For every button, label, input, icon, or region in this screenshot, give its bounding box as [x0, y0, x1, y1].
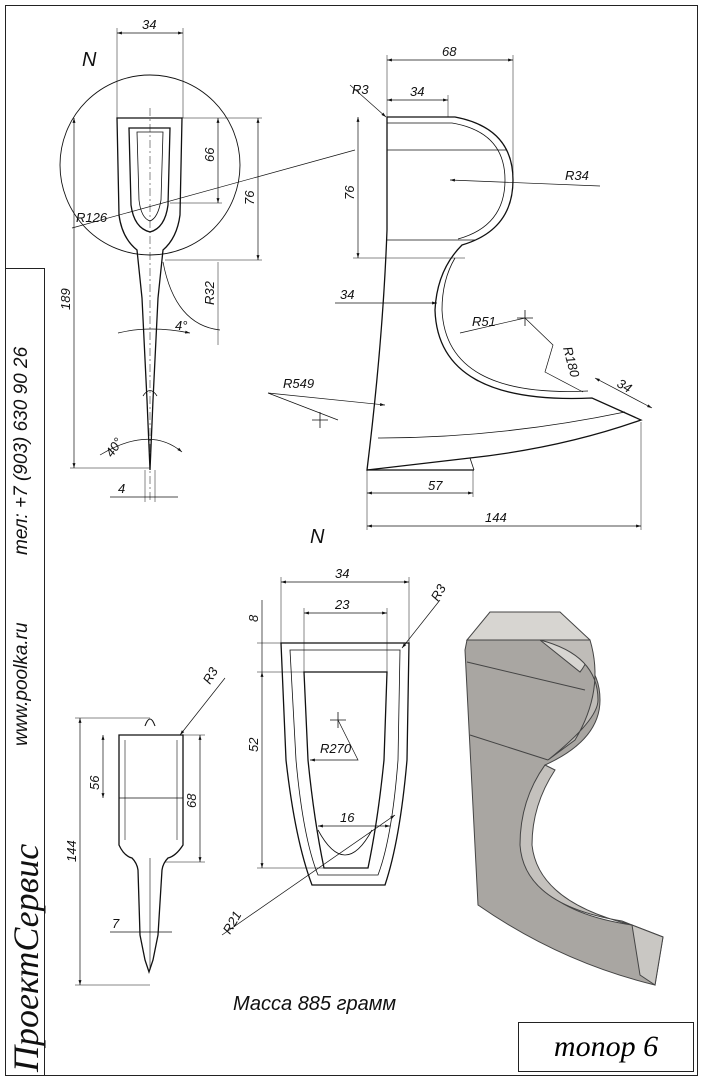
- isometric-view: [464, 611, 664, 986]
- dim-text: 144: [64, 840, 79, 862]
- dim-text: 76: [242, 190, 257, 205]
- dim-text: R3: [200, 664, 222, 687]
- top-corner-leader: [179, 677, 226, 736]
- top-outline: [118, 734, 184, 975]
- detail-eye-bottom: [317, 829, 373, 856]
- dim-text: R51: [472, 314, 496, 329]
- iso-bevel-face: [631, 924, 664, 986]
- front-edge-arc: [99, 438, 183, 456]
- drawing-title: топор 6: [553, 1030, 659, 1063]
- side-strip: [5, 268, 45, 1076]
- dim-text: 34: [142, 17, 156, 32]
- dim-text: 68: [442, 44, 457, 59]
- dim-text: 68: [184, 793, 199, 808]
- dim-text: 52: [246, 737, 261, 752]
- dim-text: 34: [615, 376, 635, 396]
- dim-text: 189: [58, 288, 73, 310]
- dim-text: 40°: [102, 435, 126, 460]
- side-bevel-end: [469, 457, 475, 471]
- dim-text: R180: [560, 345, 583, 380]
- side-beard-leader: [449, 178, 601, 187]
- dim-text: 34: [335, 566, 349, 581]
- dim-text: 56: [87, 775, 102, 790]
- dim-text: R21: [220, 908, 245, 936]
- detail-wall-leader: [310, 719, 359, 762]
- side-inner-curve: [441, 257, 589, 392]
- dim-text: 7: [112, 916, 120, 931]
- title-block: топор 6: [518, 1022, 694, 1072]
- dim-text: 16: [340, 810, 355, 825]
- detail-view: [221, 577, 441, 936]
- detail-outline: [280, 642, 410, 886]
- front-eye: [128, 127, 171, 233]
- side-back-mark: [312, 412, 328, 428]
- side-bevel: [377, 411, 626, 439]
- side-bevel-width-dim: [594, 377, 653, 409]
- side-back-arc: [267, 392, 339, 421]
- dim-text: 34: [410, 84, 424, 99]
- iso-eye-line: [466, 661, 586, 691]
- detail-inner-wall: [289, 649, 401, 876]
- section-label: N: [310, 526, 325, 548]
- iso-side-face: [539, 639, 599, 761]
- dim-text: R32: [202, 280, 217, 305]
- dim-text: 4: [118, 481, 125, 496]
- dim-text: R270: [320, 741, 352, 756]
- front-radius-leader: [71, 149, 356, 229]
- side-inner-outline: [387, 122, 506, 240]
- dim-text: 76: [342, 185, 357, 200]
- side-blade-leader: [524, 317, 584, 393]
- dim-text: R3: [428, 581, 450, 604]
- dim-text: 34: [340, 287, 354, 302]
- detail-bottom-leader: [221, 814, 396, 936]
- dim-text: 57: [428, 478, 443, 493]
- dim-text: 66: [202, 147, 217, 162]
- top-poll: [144, 718, 156, 727]
- side-corner-leader: [349, 84, 387, 118]
- dim-text: R3: [352, 82, 369, 97]
- side-view: [267, 55, 653, 530]
- dim-text: 23: [334, 597, 350, 612]
- dim-text: N: [82, 49, 97, 71]
- iso-curve-face: [519, 764, 633, 926]
- detail-corner-leader: [401, 599, 441, 649]
- front-view: [59, 28, 356, 502]
- front-taper-arc: [117, 328, 191, 334]
- dim-text: R34: [565, 168, 589, 183]
- dim-text: R549: [283, 376, 314, 391]
- dim-text: 144: [485, 510, 507, 525]
- top-view: [75, 677, 226, 986]
- mass-label: Масса 885 грамм: [233, 993, 397, 1015]
- front-edge: [142, 390, 158, 397]
- dim-text: 4°: [175, 318, 187, 333]
- dim-text: 8: [246, 614, 261, 622]
- dim-text: R126: [76, 210, 108, 225]
- side-outline: [366, 116, 643, 471]
- side-curve-leader: [459, 317, 526, 334]
- iso-eye-line: [469, 734, 549, 761]
- detail-eye: [303, 671, 388, 869]
- front-outline: [116, 117, 183, 471]
- side-back-leader: [267, 392, 386, 406]
- front-neck-arc: [162, 261, 221, 331]
